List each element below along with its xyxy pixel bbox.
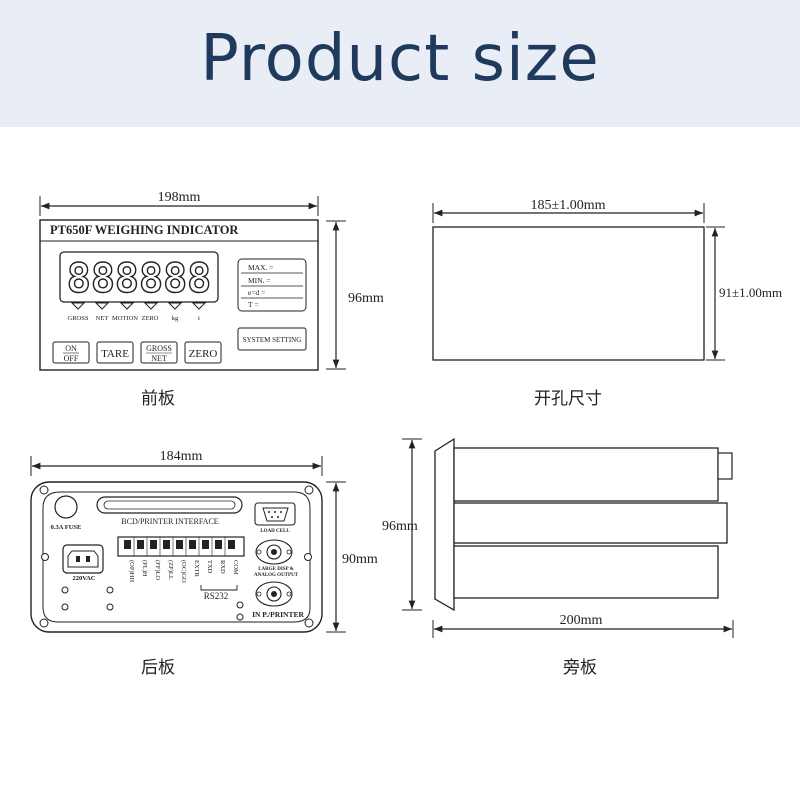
side-height-label: 96mm	[382, 519, 418, 534]
terminal-label-9: COM	[232, 560, 239, 575]
front-bezel-profile	[434, 437, 455, 612]
indicator-t: t	[198, 315, 200, 322]
cutout-drawing: 185±1.00mm 91±1.00mm 开孔尺寸	[432, 198, 782, 409]
cutout-caption: 开孔尺寸	[534, 389, 602, 409]
gross-net-button[interactable]: GROSS NET	[140, 341, 178, 364]
header-band: Product size	[0, 0, 800, 127]
on-off-button[interactable]: ON OFF	[52, 341, 90, 364]
zero-label: ZERO	[189, 348, 218, 360]
cutout-rectangle	[432, 226, 705, 361]
weight-display	[59, 251, 219, 303]
zero-button[interactable]: ZERO	[184, 341, 222, 364]
front-height-label: 96mm	[348, 291, 384, 306]
front-width-label: 198mm	[158, 190, 201, 205]
bcd-printer-label: BCD/PRINTER INTERFACE	[121, 517, 219, 526]
fuse-label: 0.3A FUSE	[51, 524, 82, 531]
load-cell-label: LOAD CELL	[260, 529, 290, 534]
housing-upper-section	[453, 447, 719, 502]
tare-label: TARE	[101, 348, 129, 360]
analog-label-line2: ANALOG OUTPUT	[254, 573, 299, 578]
rs232-bracket	[200, 585, 238, 591]
housing-middle-section	[453, 502, 728, 544]
indicator-kg: kg	[172, 315, 179, 322]
rear-width-label: 184mm	[160, 449, 203, 464]
terminal-label-3: (FF)LO	[154, 560, 161, 581]
terminal-label-2: (PL)H	[141, 560, 148, 577]
housing-lower-section	[453, 545, 719, 599]
terminal-label-1: (OP)HH	[128, 560, 135, 582]
indicator-net: NET	[96, 315, 109, 322]
rear-caption: 后板	[141, 658, 175, 678]
status-indicator-triangles	[70, 302, 207, 310]
fuse-holder	[54, 495, 78, 519]
terminal-label-7: TXD	[206, 560, 213, 574]
page-title: Product size	[200, 22, 600, 96]
system-setting-button[interactable]: SYSTEM SETTING	[237, 327, 307, 351]
rear-panel-outline	[30, 481, 323, 633]
front-caption: 前板	[141, 389, 175, 409]
terminal-block	[117, 536, 245, 557]
indicator-zero: ZERO	[142, 315, 159, 322]
terminal-label-8: RXD	[219, 560, 226, 574]
gross-label: GROSS	[146, 344, 172, 353]
side-depth-label: 200mm	[560, 613, 603, 628]
side-caption: 旁板	[563, 658, 597, 678]
terminal-label-5: (OC)GO	[180, 560, 187, 583]
rear-panel-drawing: 184mm 90mm 0.3A FUSE 220VAC BCD/PRINTER …	[30, 449, 378, 678]
indicator-gross: GROSS	[68, 315, 89, 322]
load-cell-connector	[254, 502, 296, 526]
net-label: NET	[151, 354, 167, 363]
front-panel-title: PT650F WEIGHING INDICATOR	[50, 223, 239, 237]
terminal-label-6: EXTR	[193, 560, 200, 578]
off-label: OFF	[64, 354, 79, 363]
tare-button[interactable]: TARE	[96, 341, 134, 364]
analog-output-connector	[255, 539, 293, 565]
display-digits: 888888	[67, 256, 212, 302]
power-label: 220VAC	[73, 575, 96, 582]
system-setting-label: SYSTEM SETTING	[243, 336, 302, 344]
cutout-height-label: 91±1.00mm	[719, 285, 782, 300]
printer-label: IN P./PRINTER	[252, 610, 304, 619]
rear-connector-stub	[717, 452, 733, 480]
info-min: MIN. =	[248, 276, 271, 285]
on-label: ON	[65, 344, 77, 353]
info-max: MAX. =	[248, 263, 273, 272]
cutout-width-label: 185±1.00mm	[531, 198, 606, 213]
terminal-label-4: (ZP)LL	[167, 560, 174, 580]
rear-height-label: 90mm	[342, 552, 378, 567]
info-tare: T =	[248, 300, 259, 309]
side-view-drawing: 96mm 200mm 旁板	[382, 437, 734, 678]
indicator-motion: MOTION	[112, 315, 138, 322]
analog-label-line1: LARGE DISP &	[258, 567, 294, 572]
rs232-label: RS232	[204, 591, 229, 601]
power-socket	[62, 544, 104, 574]
info-division: e=d =	[248, 288, 265, 297]
bcd-printer-connector	[96, 496, 243, 514]
front-panel-drawing: 198mm 96mm PT650F WEIGHING INDICATOR 888…	[39, 190, 384, 409]
printer-connector	[255, 581, 293, 607]
